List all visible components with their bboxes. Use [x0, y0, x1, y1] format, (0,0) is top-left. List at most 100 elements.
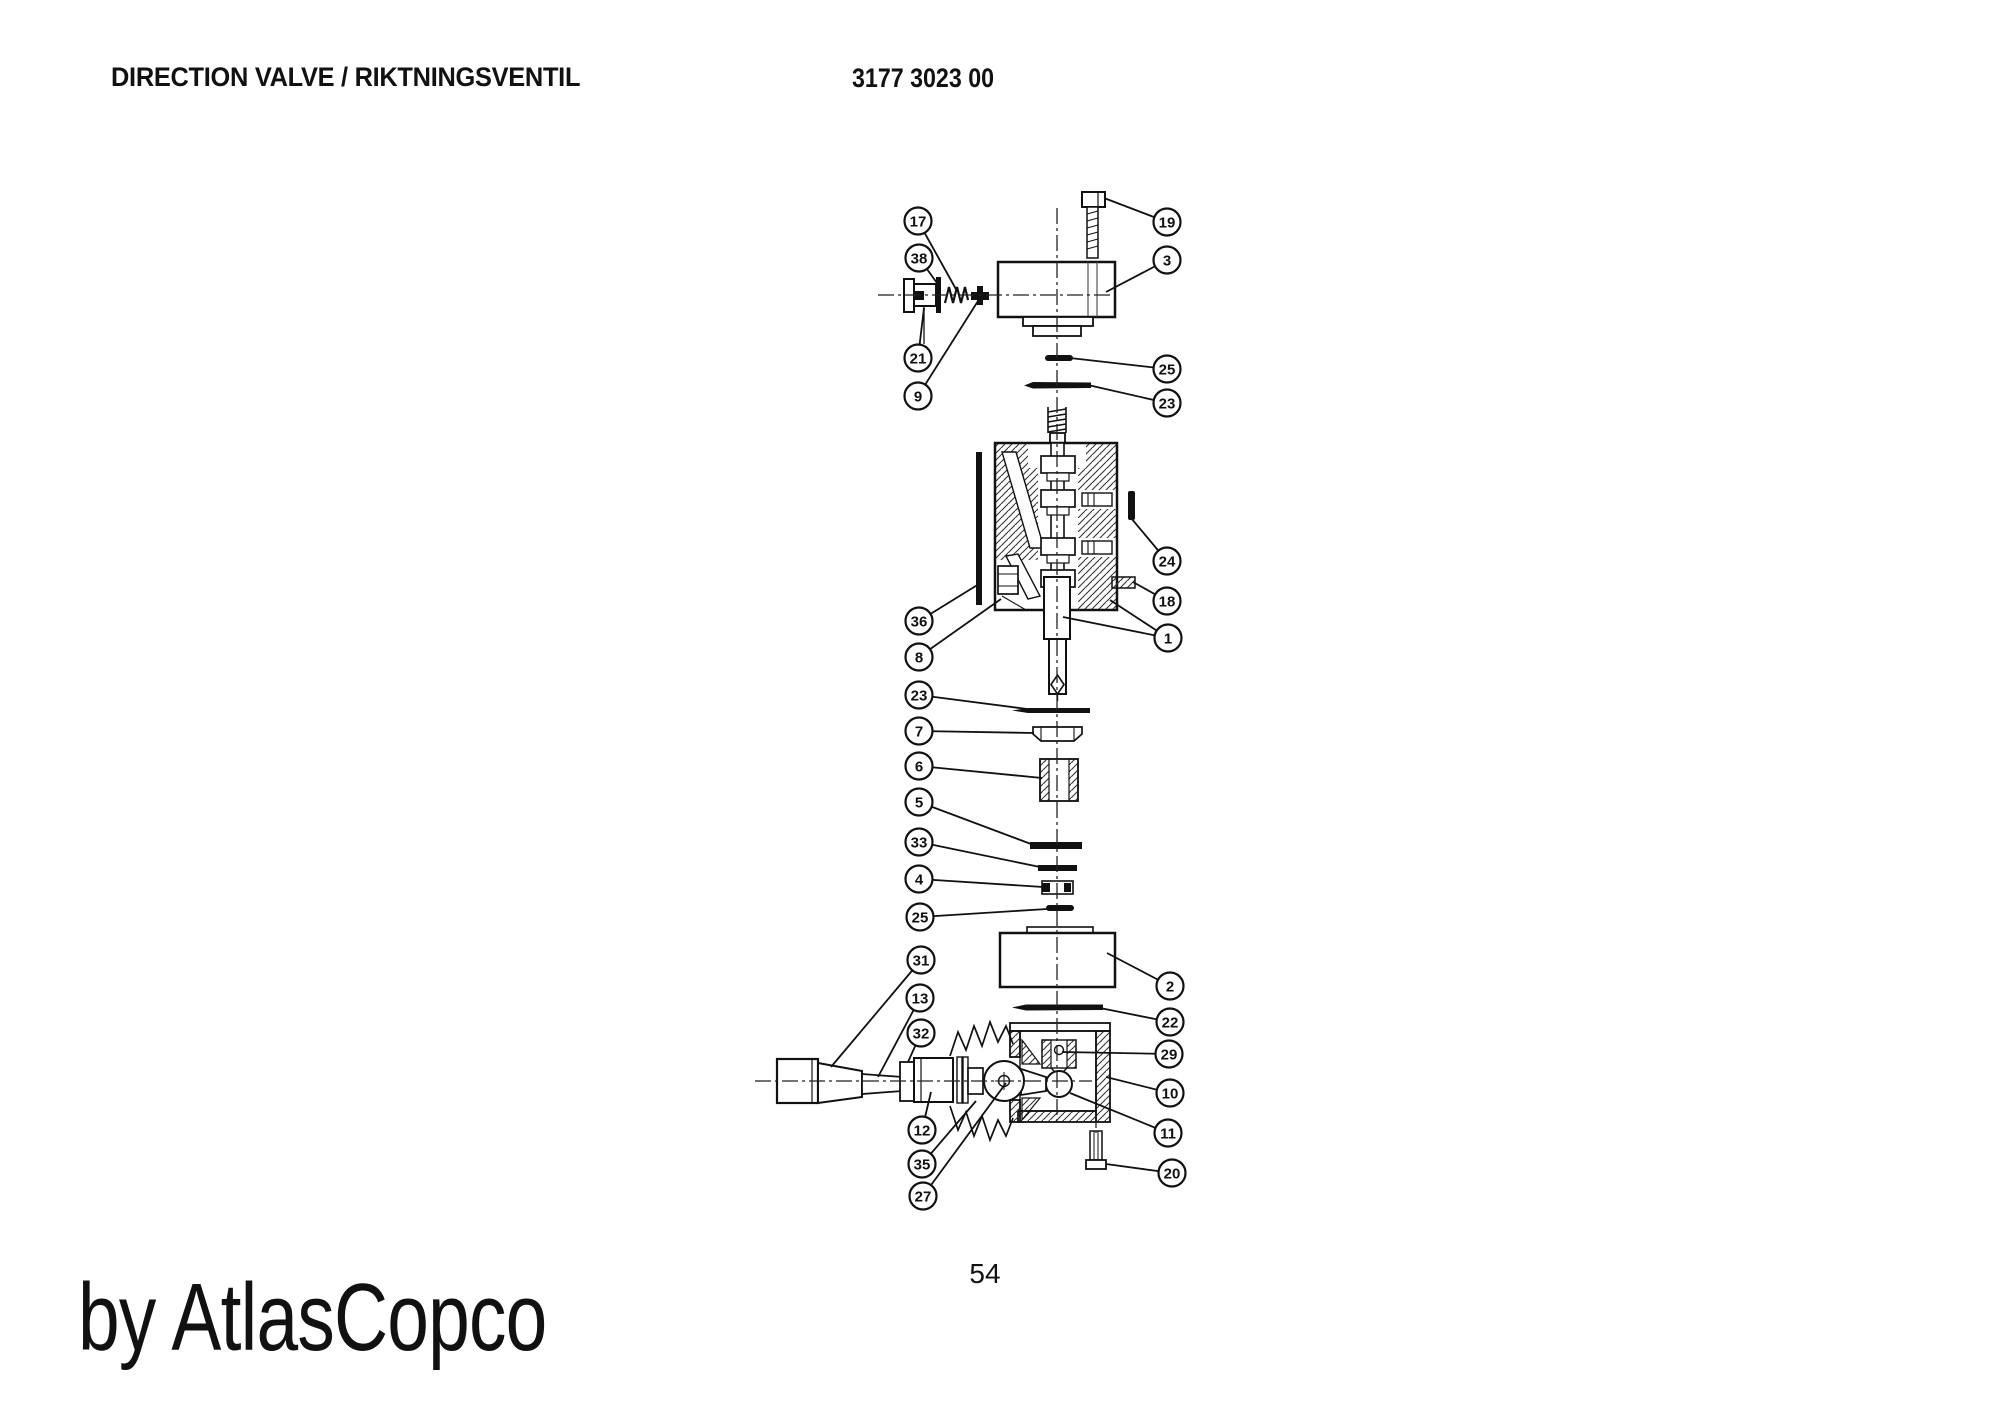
callout-35: 35 — [907, 1100, 977, 1179]
leader-line — [919, 908, 1048, 918]
callout-number: 17 — [910, 213, 927, 230]
callout-circle — [903, 343, 933, 373]
page-number: 54 — [969, 1258, 1001, 1289]
callout-number: 8 — [915, 649, 923, 666]
callout-number: 21 — [910, 350, 927, 367]
callout-11: 11 — [1069, 1092, 1183, 1148]
leader-line — [917, 300, 979, 397]
callout-circle — [1153, 623, 1183, 653]
callout-circle — [904, 606, 934, 636]
callout-23: 23 — [1087, 384, 1182, 418]
callout-number: 5 — [915, 794, 923, 811]
callout-31: 31 — [830, 945, 936, 1068]
callout-number: 24 — [1159, 553, 1176, 570]
callout-number: 4 — [915, 871, 924, 888]
callout-number: 7 — [915, 723, 923, 740]
callout-number: 18 — [1159, 593, 1176, 610]
callout-number: 35 — [914, 1156, 931, 1173]
handle-rod-13 — [861, 1073, 903, 1095]
leader-line — [1069, 1092, 1169, 1134]
callout-circle — [903, 381, 933, 411]
callout-29: 29 — [1061, 1039, 1184, 1069]
callout-circle — [904, 716, 934, 746]
callout-4: 4 — [904, 864, 1044, 894]
callout-circle — [1152, 586, 1182, 616]
callout-number: 3 — [1163, 252, 1171, 269]
callout-32: 32 — [906, 1018, 936, 1063]
washer-25-upper — [1045, 355, 1073, 361]
leader-line — [918, 841, 1041, 868]
leader-line — [918, 878, 1044, 888]
ring-5 — [1030, 842, 1082, 849]
leader-line — [918, 598, 1002, 658]
callout-circle — [1155, 1007, 1185, 1037]
callout-circle — [1152, 245, 1182, 275]
callout-5: 5 — [904, 787, 1032, 845]
callout-33: 33 — [904, 827, 1041, 868]
bolt-20 — [1085, 1130, 1107, 1170]
callout-24: 24 — [1130, 517, 1182, 576]
callout-19: 19 — [1103, 197, 1182, 237]
callout-13: 13 — [877, 983, 935, 1078]
callout-number: 10 — [1162, 1085, 1179, 1102]
callout-number: 20 — [1164, 1165, 1181, 1182]
leader-line — [918, 765, 1043, 779]
callout-number: 1 — [1164, 630, 1172, 647]
leader-line — [918, 694, 1028, 710]
callout-circle — [1154, 1039, 1184, 1069]
callout-number: 36 — [911, 613, 928, 630]
callout-18: 18 — [1132, 581, 1182, 616]
callout-25: 25 — [905, 902, 1048, 932]
callout-12: 12 — [907, 1091, 937, 1145]
leader-line — [1062, 616, 1169, 639]
housing-10 — [1009, 1022, 1111, 1123]
callout-number: 33 — [911, 834, 928, 851]
callout-circle — [904, 751, 934, 781]
callout-circle — [908, 1181, 938, 1211]
callout-number: 11 — [1160, 1125, 1176, 1142]
callout-circle — [1155, 971, 1185, 1001]
leader-line — [830, 959, 922, 1068]
callout-circle — [907, 1149, 937, 1179]
callout-number: 23 — [911, 687, 928, 704]
callout-circle — [906, 1018, 936, 1048]
callout-8: 8 — [904, 598, 1002, 672]
cylinder-12 — [913, 1057, 954, 1103]
bushing-6 — [1039, 758, 1079, 802]
callout-circle — [904, 680, 934, 710]
callout-circle — [904, 864, 934, 894]
ball-11 — [1045, 1070, 1073, 1098]
callout-6: 6 — [904, 751, 1043, 781]
ring-22 — [1012, 1004, 1103, 1011]
leader-line — [877, 997, 921, 1078]
handle-cone-31 — [817, 1061, 863, 1105]
callout-number: 25 — [1159, 361, 1176, 378]
callout-25: 25 — [1069, 354, 1182, 384]
callout-circle — [1155, 1078, 1185, 1108]
page-title: DIRECTION VALVE / RIKTNINGSVENTIL — [111, 62, 581, 92]
callout-circle — [904, 787, 934, 817]
callout-circle — [1152, 546, 1182, 576]
callout-circle — [907, 1115, 937, 1145]
watermark-text: by AtlasCopco — [78, 1264, 547, 1371]
callout-20: 20 — [1105, 1158, 1187, 1188]
callout-number: 9 — [914, 388, 922, 405]
callout-1: 1 — [1062, 599, 1183, 653]
callout-7: 7 — [904, 716, 1035, 746]
leader-line — [918, 801, 1032, 845]
callout-number: 12 — [914, 1122, 931, 1139]
callout-number: 19 — [1159, 214, 1176, 231]
callout-number: 38 — [911, 250, 928, 267]
callout-number: 31 — [913, 952, 930, 969]
callout-number: 6 — [915, 758, 923, 775]
valve-drawing — [755, 191, 1136, 1170]
callout-36: 36 — [904, 583, 980, 636]
leader-line — [1061, 1051, 1170, 1055]
callout-circle — [903, 206, 933, 236]
callout-circle — [1152, 354, 1182, 384]
callout-circle — [906, 945, 936, 975]
callout-number: 22 — [1162, 1014, 1179, 1031]
leader-line — [922, 1082, 1007, 1197]
